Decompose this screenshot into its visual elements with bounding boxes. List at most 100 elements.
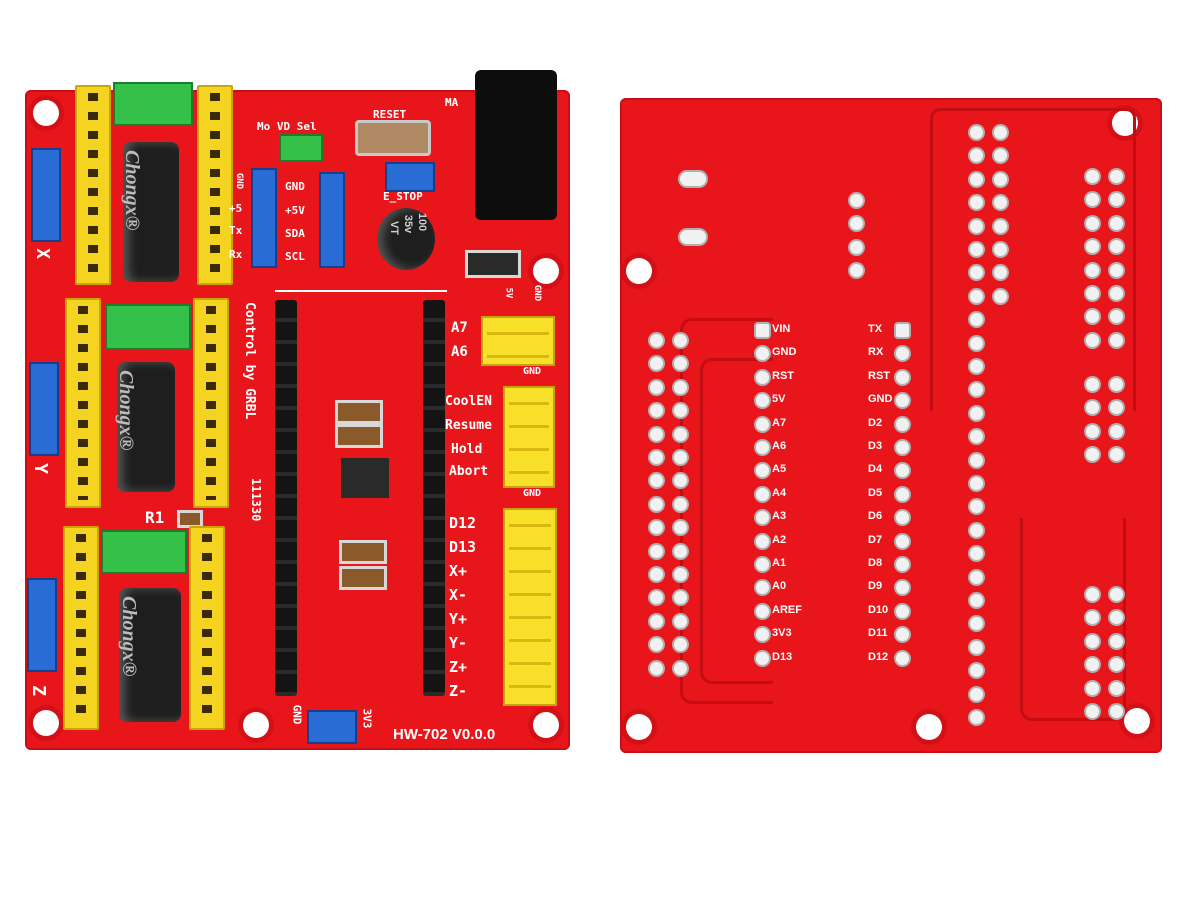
serial-label-gnd: GND <box>234 172 245 190</box>
pin-label-xminus: X- <box>449 586 468 604</box>
solder-pad <box>1110 588 1123 601</box>
solder-pad <box>1086 287 1099 300</box>
back-pin-label-right: RX <box>868 346 884 359</box>
y-microstep-jumpers <box>105 304 191 350</box>
back-pad-left <box>756 347 769 361</box>
serial-label-rx: Rx <box>229 248 243 261</box>
solder-pad <box>650 614 663 628</box>
pin-label-d13: D13 <box>449 538 477 556</box>
solder-pad <box>1110 240 1123 254</box>
r1-label: R1 <box>145 508 165 527</box>
pin-label-hold: Hold <box>451 442 483 457</box>
mounting-hole <box>1124 708 1150 734</box>
back-pin-label-right: D8 <box>868 557 883 569</box>
back-pad-right <box>896 581 909 595</box>
reset-button[interactable] <box>355 120 431 156</box>
z-driver-socket-left <box>63 526 99 730</box>
back-pad-left <box>756 441 769 454</box>
solder-pad <box>970 243 983 256</box>
axis-label-z: Z <box>27 685 49 696</box>
solder-pad <box>674 474 687 488</box>
mounting-hole <box>626 714 652 740</box>
pcb-trace <box>680 318 773 704</box>
solder-pad <box>1086 378 1099 391</box>
cap-text-vt: VT <box>388 220 401 236</box>
x-driver-socket-right <box>197 85 233 285</box>
back-pad-left <box>756 581 769 595</box>
solder-pad <box>650 334 663 347</box>
solder-pad <box>674 380 687 394</box>
nano-header-left <box>275 300 297 696</box>
solder-pad <box>674 591 687 605</box>
mounting-hole <box>533 712 559 738</box>
back-pin-label-right: D10 <box>868 603 889 616</box>
solder-pad <box>674 427 687 441</box>
mode-select-jumper <box>279 134 323 162</box>
z-motor-header <box>27 578 57 672</box>
solder-pad <box>1110 611 1123 625</box>
back-pad-left <box>756 370 769 384</box>
solder-pad <box>1086 263 1099 277</box>
solder-pad <box>970 126 983 139</box>
mounting-hole <box>916 714 942 740</box>
back-pin-label-left: A7 <box>772 416 787 429</box>
solder-pad <box>674 661 687 675</box>
solder-pad <box>1110 333 1123 347</box>
solder-pad <box>1086 705 1099 718</box>
z-microstep-jumpers <box>101 530 187 574</box>
solder-pad <box>970 523 983 537</box>
back-pad-left <box>756 487 769 501</box>
back-pin-label-left: RST <box>772 369 794 382</box>
solder-pad <box>970 406 983 420</box>
back-pad-right <box>896 558 909 571</box>
solder-pad <box>970 687 983 701</box>
back-pin-label-right: GND <box>868 393 893 406</box>
x-microstep-jumpers <box>113 82 193 126</box>
x-capacitor-brand: Chongx® <box>121 150 143 231</box>
back-pin-label-right: D7 <box>868 533 883 546</box>
back-pad-left <box>756 628 769 642</box>
solder-pad <box>1086 448 1099 462</box>
back-pad-right <box>896 487 909 501</box>
solder-pad <box>1110 170 1123 183</box>
back-pin-label-left: 5V <box>772 393 786 406</box>
axis-label-x: X <box>31 248 53 259</box>
bottom-3v3-label: 3V3 <box>360 708 374 729</box>
back-pin-label-right: D3 <box>868 440 883 452</box>
back-pin-label-right: D5 <box>868 486 883 499</box>
solder-pad <box>1086 401 1099 415</box>
mounting-hole <box>243 712 269 738</box>
solder-pad <box>970 313 983 327</box>
smd-capacitor <box>339 540 387 564</box>
solder-pad <box>1110 287 1123 300</box>
solder-pad <box>1086 611 1099 625</box>
smd-capacitor <box>339 566 387 590</box>
solder-pad <box>650 357 663 371</box>
x-capacitor <box>123 142 179 282</box>
back-pad-right <box>896 441 909 454</box>
solder-pad <box>970 594 983 607</box>
estop-header <box>385 162 435 192</box>
nano-outline <box>275 290 447 292</box>
solder-pad <box>1110 310 1123 324</box>
back-pad-right <box>896 417 909 431</box>
solder-pad <box>1086 681 1099 695</box>
smd-capacitor <box>335 424 383 448</box>
solder-pad <box>650 544 663 558</box>
pin-label-yplus: Y+ <box>449 610 468 628</box>
back-pin-label-right: TX <box>868 323 883 335</box>
solder-pad <box>650 427 663 441</box>
solder-pad <box>850 240 863 254</box>
back-pin-label-left: AREF <box>772 603 802 616</box>
solder-pad <box>994 243 1007 256</box>
solder-pad <box>650 404 663 418</box>
solder-pad <box>650 661 663 675</box>
y-capacitor <box>117 362 175 492</box>
back-pin-label-right: D11 <box>868 627 888 640</box>
mounting-hole <box>533 258 559 284</box>
solder-pad <box>1086 310 1099 324</box>
solder-pad <box>970 477 983 490</box>
back-pin-label-left: A5 <box>772 463 787 476</box>
control-by-grbl-text: Control by GRBL <box>242 302 257 420</box>
